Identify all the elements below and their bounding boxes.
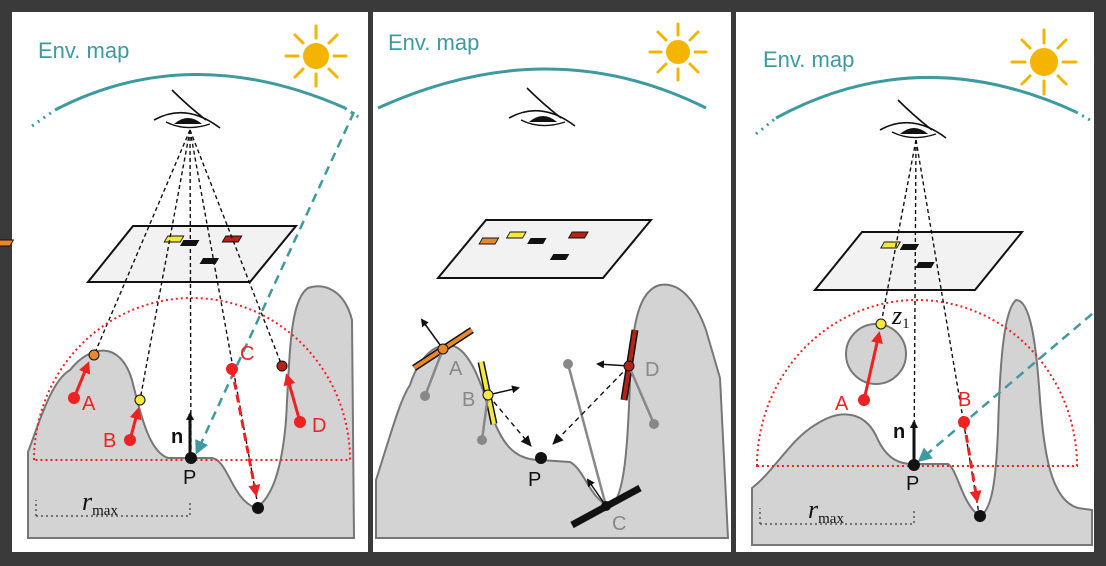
pixel-d [221,235,243,243]
label-p: P [906,473,919,495]
disk-b [482,389,494,401]
arrow-d [283,373,302,423]
env-map-arc [775,76,1077,120]
gray-point-a [420,391,430,401]
gray-point-d [649,419,659,429]
env-map-arc-dots [344,106,361,120]
sample-c [226,363,238,375]
sample-b [958,416,970,428]
eye-icon [153,89,221,129]
env-map-label: Env. map [38,38,129,63]
pixel-p [899,244,920,250]
pixel-c [549,254,570,260]
label-p: P [528,469,541,491]
pixel-d [567,231,589,239]
hit-a [88,349,100,361]
disk-a [437,343,449,355]
arrow-a [72,361,91,399]
light-ray [917,313,1093,462]
eye-icon [508,87,576,127]
sun-icon [284,24,348,88]
label-d: D [312,415,326,437]
eye-icon [879,99,947,139]
label-c: C [240,343,254,365]
hit-z1 [875,318,887,330]
occluder-sphere [845,323,907,385]
pixel-b [505,231,527,239]
sample-b [124,434,136,446]
arrow-c [230,368,261,497]
point-b-ground [974,510,986,522]
panel-1: Env. map [0,12,368,552]
rmax-label: rmax [82,487,118,519]
gray-point-b [477,435,487,445]
arrow-a [862,331,883,401]
image-plane [812,231,1025,291]
point-p [185,452,197,464]
label-a: A [82,393,96,415]
panel-2: Env. map [373,12,731,552]
label-p: P [183,467,196,489]
env-map-arc [377,67,707,110]
point-p [908,459,920,471]
camera-rays [93,129,283,507]
label-b: B [462,389,475,411]
env-map-arc-dots [31,108,56,128]
arrow-b [962,421,982,503]
label-b: B [103,430,116,452]
label-a: A [835,393,849,415]
irradiance-rays [487,365,630,447]
label-z1: z1 [891,301,910,332]
label-b: B [958,389,971,411]
sun-icon [1010,28,1078,96]
pixel-a [880,241,902,249]
sample-d [294,416,306,428]
sampling-hemisphere [755,299,1079,467]
hit-d [276,360,288,372]
image-plane [435,219,654,279]
env-map-arc-dots [1075,110,1091,122]
normal-label: n [893,421,905,443]
pixel-b [915,262,935,268]
rmax-label: rmax [808,495,844,527]
gray-links [423,348,656,507]
pixel-p [527,238,547,244]
env-map-label: Env. map [763,47,854,72]
env-map-arc-dots [755,116,777,136]
pixel-b [163,235,185,243]
gray-point-c [563,359,573,369]
label-a: A [449,358,463,380]
env-map-arc [54,73,346,112]
ground-surface [751,298,1093,546]
sun-icon [648,22,708,82]
panel-3: Env. map [736,12,1094,552]
rmax-bracket [759,508,915,525]
ground-surface [27,285,356,539]
env-map-label: Env. map [388,30,479,55]
pixel-a [0,239,15,247]
normal-label: n [171,426,183,448]
sample-a [858,394,870,406]
disk-d [623,360,635,372]
sample-a [68,392,80,404]
disk-c [601,501,611,511]
point-c-ground [252,502,264,514]
pixel-a [478,237,500,245]
hit-b [134,394,146,406]
label-c: C [612,513,626,535]
label-d: D [645,359,659,381]
point-p [535,452,547,464]
light-ray [195,111,356,455]
rmax-bracket [35,500,191,517]
sampling-hemisphere [32,297,352,461]
